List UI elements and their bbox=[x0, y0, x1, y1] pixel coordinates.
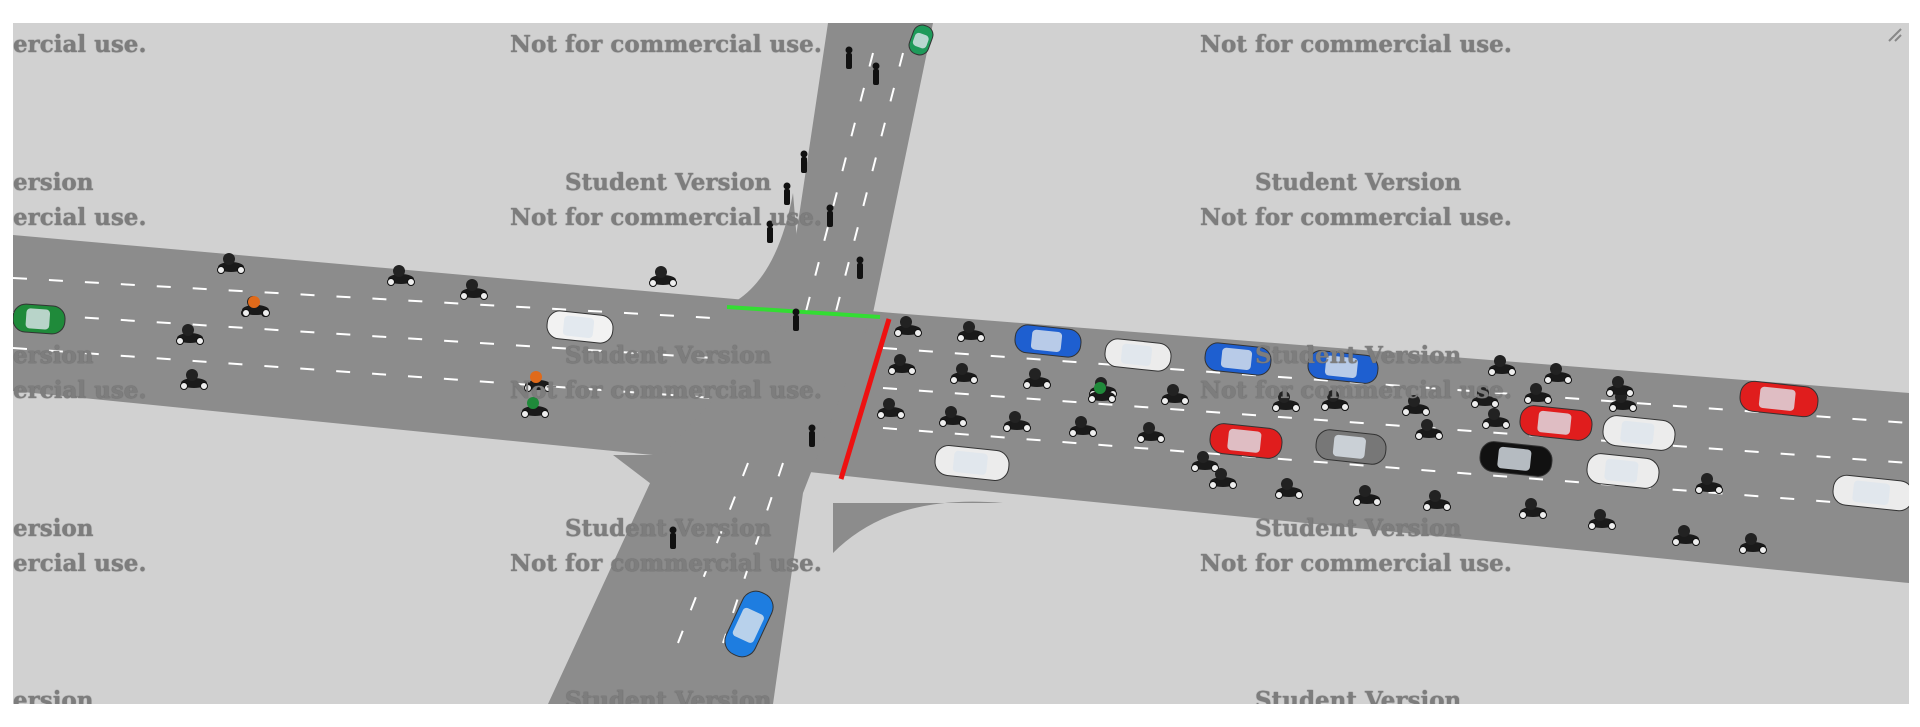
motorcycle-icon bbox=[1209, 468, 1237, 489]
signal-bar-north bbox=[726, 305, 881, 319]
motorcycle-icon bbox=[1402, 395, 1430, 416]
car-icon bbox=[724, 590, 774, 658]
simulation-viewport[interactable]: ercial use. Not for commercial use. Not … bbox=[13, 23, 1909, 704]
motorcycle-icon bbox=[1606, 376, 1634, 397]
car-icon bbox=[908, 24, 934, 56]
pedestrian-icon bbox=[783, 182, 791, 205]
motorcycle-icon bbox=[1023, 368, 1051, 389]
motorcycle-icon bbox=[1423, 490, 1451, 511]
motorcycle-icon bbox=[1672, 525, 1700, 546]
car-icon bbox=[1014, 324, 1082, 358]
car-icon bbox=[1209, 423, 1283, 459]
motorcycle-icon bbox=[1161, 384, 1189, 405]
motorcycle-icon bbox=[1488, 355, 1516, 376]
car-icon bbox=[1204, 342, 1272, 376]
car-icon bbox=[1479, 441, 1553, 477]
motorcycle-icon bbox=[1275, 478, 1303, 499]
corner-fillet-nw bbox=[703, 193, 803, 313]
car-icon bbox=[13, 303, 66, 335]
motorcycle-icon bbox=[649, 266, 677, 287]
resize-grip-icon[interactable] bbox=[1885, 25, 1905, 45]
pedestrian-icon bbox=[826, 204, 834, 227]
motorcycle-icon bbox=[950, 363, 978, 384]
car-icon bbox=[1307, 350, 1379, 384]
motorcycle-icon bbox=[1191, 451, 1219, 472]
motorcycle-icon bbox=[1321, 390, 1349, 411]
car-icon bbox=[1602, 415, 1676, 451]
intersection-scene bbox=[13, 23, 1909, 704]
car-icon bbox=[1586, 453, 1660, 489]
motorcycle-icon bbox=[1544, 363, 1572, 384]
motorcycle-icon bbox=[387, 265, 415, 286]
car-icon bbox=[1519, 405, 1593, 441]
motorcycle-icon bbox=[524, 371, 552, 392]
motorcycle-icon bbox=[1471, 387, 1499, 408]
car-icon bbox=[1832, 474, 1909, 512]
motorcycle-icon bbox=[1524, 383, 1552, 404]
motorcycle-icon bbox=[957, 321, 985, 342]
motorcycle-icon bbox=[1415, 419, 1443, 440]
corner-fillet-sw bbox=[613, 455, 673, 493]
lane-markings bbox=[13, 52, 1909, 644]
pedestrian-icon bbox=[766, 220, 774, 243]
motorcycle-icon bbox=[1519, 498, 1547, 519]
pedestrian-icon bbox=[808, 424, 816, 447]
car-icon bbox=[934, 445, 1010, 481]
motorcycle-icon bbox=[180, 369, 208, 390]
pedestrian-icon bbox=[792, 308, 800, 331]
motorcycle-icon bbox=[1739, 533, 1767, 554]
motorcycle-icon bbox=[939, 406, 967, 427]
vehicles-layer bbox=[13, 24, 1909, 658]
motorcycle-icon bbox=[217, 253, 245, 274]
motorcycle-icon bbox=[877, 398, 905, 419]
car-icon bbox=[1104, 338, 1172, 372]
motorcycle-icon bbox=[1003, 411, 1031, 432]
motorcycle-icon bbox=[1695, 473, 1723, 494]
motorcycle-icon bbox=[521, 397, 549, 418]
car-icon bbox=[1739, 380, 1819, 418]
car-icon bbox=[546, 310, 614, 344]
motorcycle-icon bbox=[242, 296, 270, 317]
corner-fillet-se bbox=[833, 501, 1003, 553]
pedestrian-icon bbox=[856, 256, 864, 279]
motorcycle-icon bbox=[888, 354, 916, 375]
motorcycle-icon bbox=[1482, 408, 1510, 429]
motorcycle-icon bbox=[176, 324, 204, 345]
motorcycle-icon bbox=[1353, 485, 1381, 506]
motorcycle-icon bbox=[460, 279, 488, 300]
pedestrian-icon bbox=[872, 62, 880, 85]
motorcycle-icon bbox=[1088, 382, 1116, 403]
pedestrian-icon bbox=[845, 46, 853, 69]
motorcycle-icon bbox=[1588, 509, 1616, 530]
pedestrian-icon bbox=[800, 150, 808, 173]
motorcycle-icon bbox=[1272, 391, 1300, 412]
signal-bar-east bbox=[838, 318, 892, 480]
car-icon bbox=[1315, 429, 1387, 465]
motorcycle-icon bbox=[894, 316, 922, 337]
pedestrian-icon bbox=[669, 526, 677, 549]
motorcycle-icon bbox=[1069, 416, 1097, 437]
motorcycle-icon bbox=[1137, 422, 1165, 443]
